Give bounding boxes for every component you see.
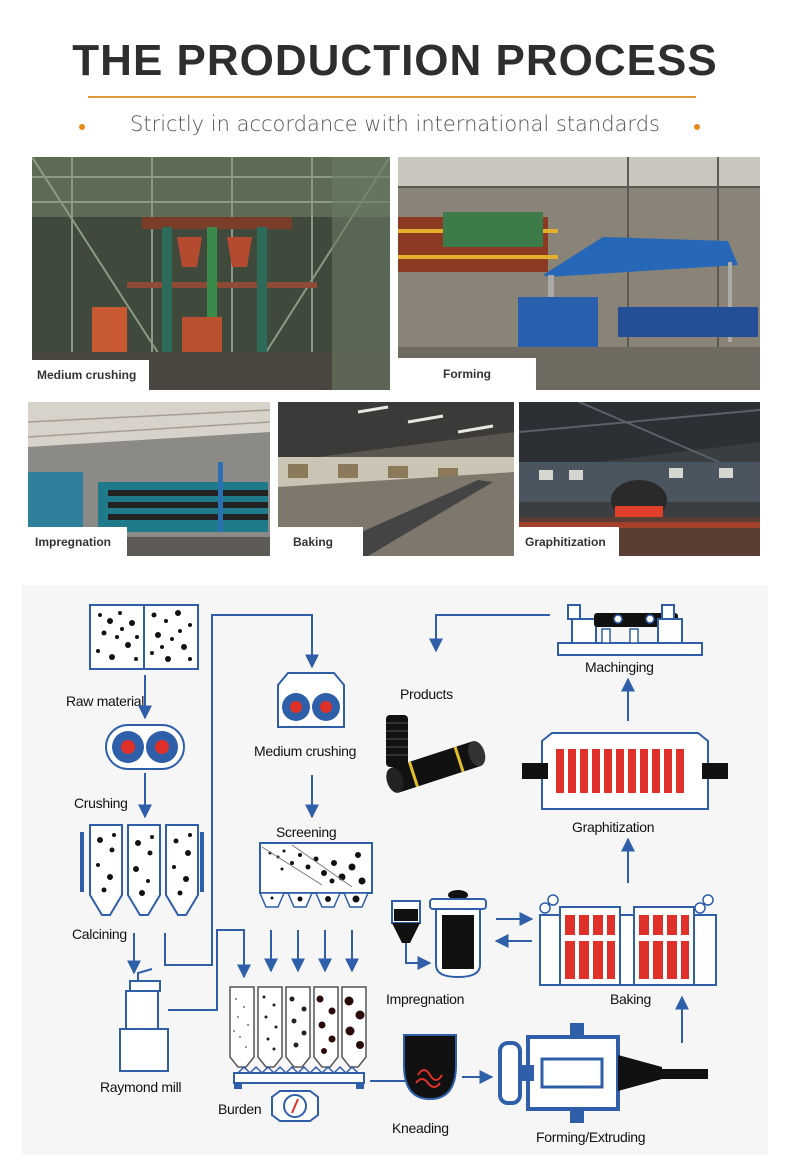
- title-divider: [88, 96, 696, 98]
- label-machining: Machinging: [585, 659, 654, 675]
- label-raymond-mill: Raymond mill: [100, 1079, 181, 1095]
- label-graphitization: Graphitization: [572, 819, 654, 835]
- label-calcining: Calcining: [72, 926, 127, 942]
- kneading-machine: [403, 1034, 457, 1101]
- electrode-products: [386, 715, 486, 793]
- machining-lathe: [557, 604, 703, 656]
- baking-furnace: [539, 894, 717, 986]
- label-medium-crushing: Medium crushing: [254, 743, 356, 759]
- label-burden: Burden: [218, 1101, 261, 1117]
- impregnation-tank: [391, 890, 487, 979]
- bullet-dot-right: [694, 124, 700, 130]
- bullet-dot-left: [79, 124, 85, 130]
- raw-material-bin: [89, 604, 199, 670]
- label-screening: Screening: [276, 824, 336, 840]
- graphitization-furnace: [522, 732, 728, 810]
- label-baking: Baking: [610, 991, 651, 1007]
- page-title: THE PRODUCTION PROCESS: [72, 36, 718, 85]
- photo-graphitization: [519, 402, 760, 556]
- burden-bins: [229, 986, 367, 1122]
- photo-impregnation: [28, 402, 270, 556]
- screening-machine: [258, 842, 373, 908]
- photo-forming: [398, 157, 760, 390]
- raymond-mill: [119, 968, 169, 1072]
- label-crushing: Crushing: [74, 795, 128, 811]
- label-impregnation: Impregnation: [386, 991, 464, 1007]
- process-flow-diagram: Raw material Crushing Calcining Raymond …: [22, 585, 768, 1155]
- extruder: [498, 1023, 708, 1123]
- medium-crusher: [277, 672, 345, 728]
- screening-output-arrows: [264, 930, 359, 973]
- label-kneading: Kneading: [392, 1120, 449, 1136]
- photo-medium-crushing: [32, 157, 390, 390]
- label-raw-material: Raw material: [66, 693, 144, 709]
- label-forming-extruding: Forming/Extruding: [536, 1129, 645, 1145]
- crusher-rollers: [105, 724, 185, 770]
- caption-graphitization: Graphitization: [519, 527, 619, 556]
- calcining-silos: [80, 824, 204, 916]
- label-products: Products: [400, 686, 453, 702]
- caption-forming: Forming: [398, 358, 536, 390]
- caption-medium-crushing: Medium crushing: [32, 360, 149, 390]
- caption-baking: Baking: [278, 527, 363, 556]
- page-subtitle: Strictly in accordance with internationa…: [130, 112, 660, 136]
- caption-impregnation: Impregnation: [28, 527, 127, 556]
